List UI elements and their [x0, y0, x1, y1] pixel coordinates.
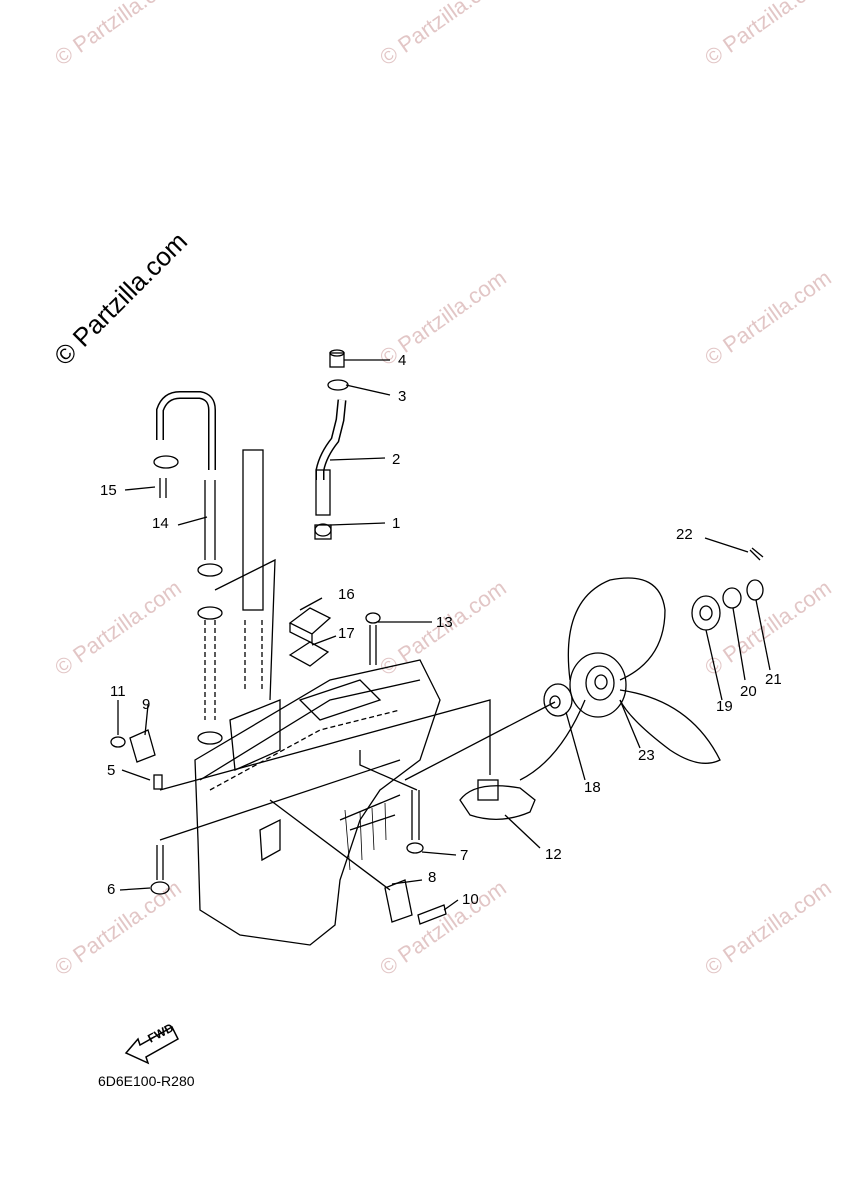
callout-22: 22	[676, 526, 693, 543]
callout-6: 6	[107, 881, 116, 898]
callout-20: 20	[740, 683, 757, 700]
callout-17: 17	[338, 625, 355, 642]
callout-13: 13	[436, 614, 453, 631]
propeller	[519, 577, 721, 781]
callout-7: 7	[460, 847, 469, 864]
callout-10: 10	[462, 891, 479, 908]
callout-11: 11	[110, 683, 126, 700]
callout-23: 23	[638, 747, 655, 764]
diagram-code: 6D6E100-R280	[98, 1073, 195, 1089]
callout-19: 19	[716, 698, 733, 715]
callout-8: 8	[428, 869, 437, 886]
lower-unit-housing	[194, 659, 441, 946]
callout-9: 9	[142, 696, 151, 713]
callout-18: 18	[584, 779, 601, 796]
callout-16: 16	[338, 586, 355, 603]
callout-5: 5	[107, 762, 116, 779]
callout-1: 1	[392, 515, 401, 532]
callout-3: 3	[398, 388, 407, 405]
fwd-arrow-icon	[124, 1025, 179, 1065]
callout-15: 15	[100, 482, 117, 499]
callout-21: 21	[765, 671, 782, 688]
callout-4: 4	[398, 352, 407, 369]
callout-14: 14	[152, 515, 169, 532]
callout-2: 2	[392, 451, 401, 468]
callout-12: 12	[545, 846, 562, 863]
